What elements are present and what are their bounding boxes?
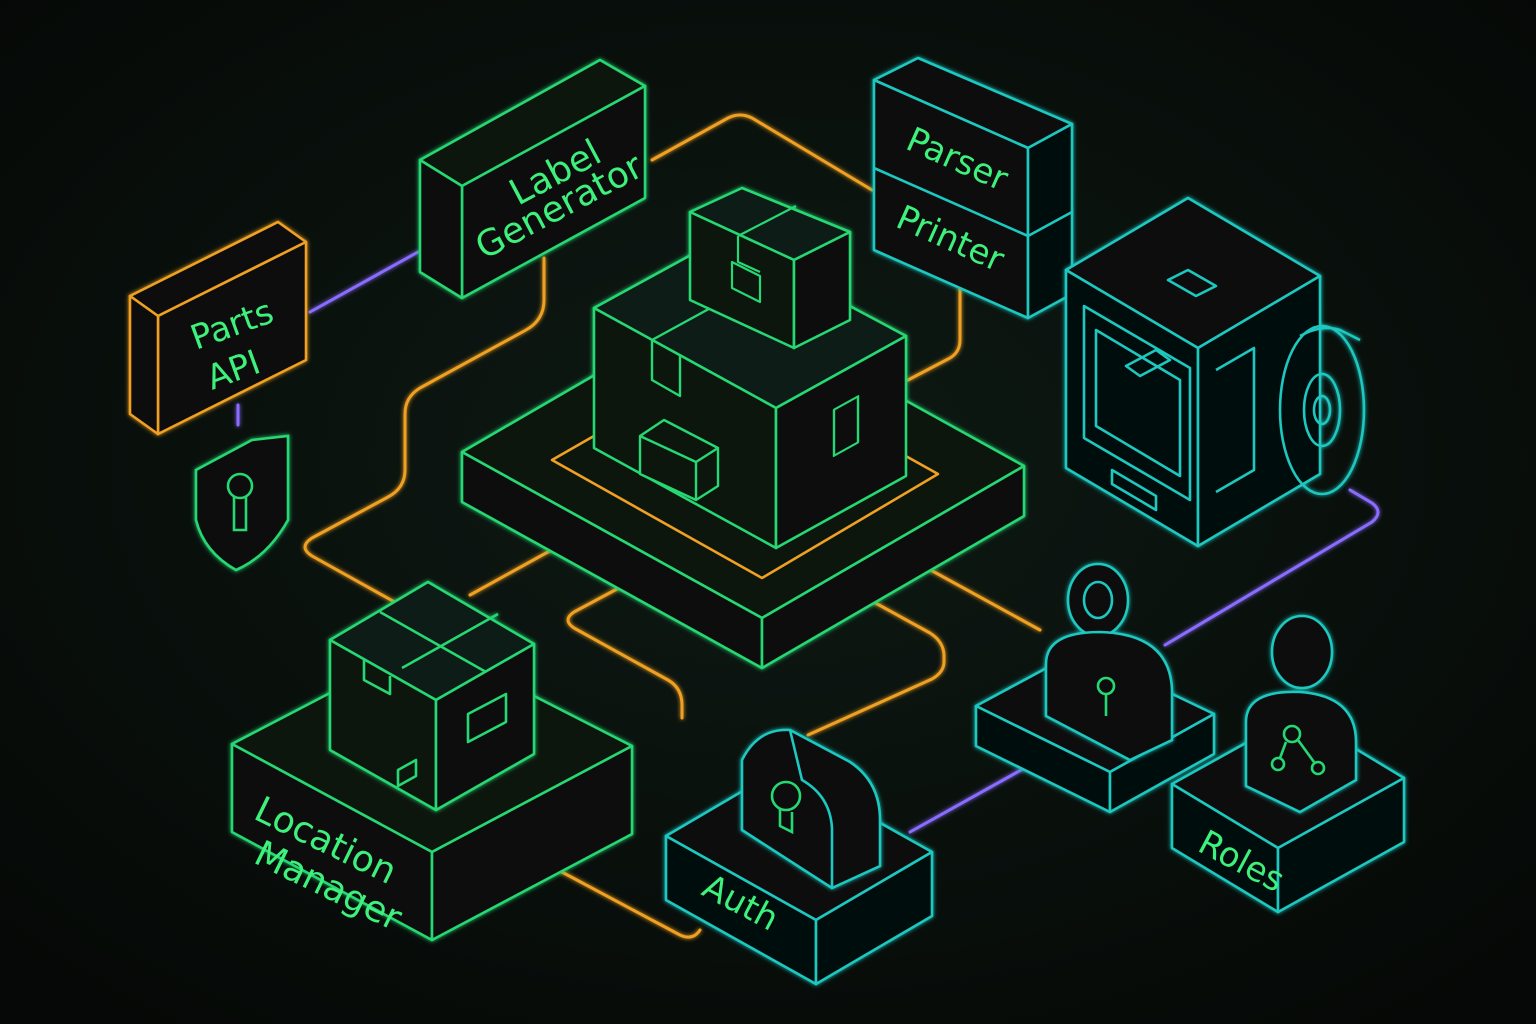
hub-box-slot bbox=[832, 395, 860, 458]
parcel-box-icon bbox=[328, 580, 536, 812]
connector-parts-to-label bbox=[308, 250, 420, 314]
parts-api-node[interactable] bbox=[128, 220, 308, 436]
hub-platform-front-right bbox=[760, 464, 1026, 670]
3d-printer-icon[interactable] bbox=[1064, 196, 1366, 548]
hub-box-right bbox=[774, 334, 908, 550]
connector-hub-to-auth bbox=[566, 580, 684, 720]
user-share-icon bbox=[1244, 614, 1358, 814]
connector-users-to-auth bbox=[908, 763, 1032, 834]
hub-small-box-right bbox=[792, 230, 852, 350]
hub-small-box-tape bbox=[736, 205, 797, 274]
central-hub-node[interactable] bbox=[460, 186, 1026, 670]
user-lock-icon bbox=[1044, 562, 1174, 762]
hub-tiny-box bbox=[638, 418, 720, 502]
shield-lock-icon bbox=[194, 434, 290, 572]
connector-location-to-auth bbox=[528, 853, 702, 939]
connector-label-generator-to-parser bbox=[650, 113, 874, 192]
connector-printer-to-hub bbox=[906, 283, 962, 382]
label-generator-node[interactable] bbox=[418, 58, 647, 300]
connector-label-generator-to-location bbox=[303, 256, 546, 607]
connector-hub-to-auth-2 bbox=[806, 598, 946, 737]
connector-printer-to-users bbox=[1163, 488, 1380, 647]
parser-printer-node[interactable] bbox=[872, 56, 1074, 320]
padlock-icon bbox=[740, 728, 882, 890]
hub-small-box-label bbox=[730, 260, 762, 304]
